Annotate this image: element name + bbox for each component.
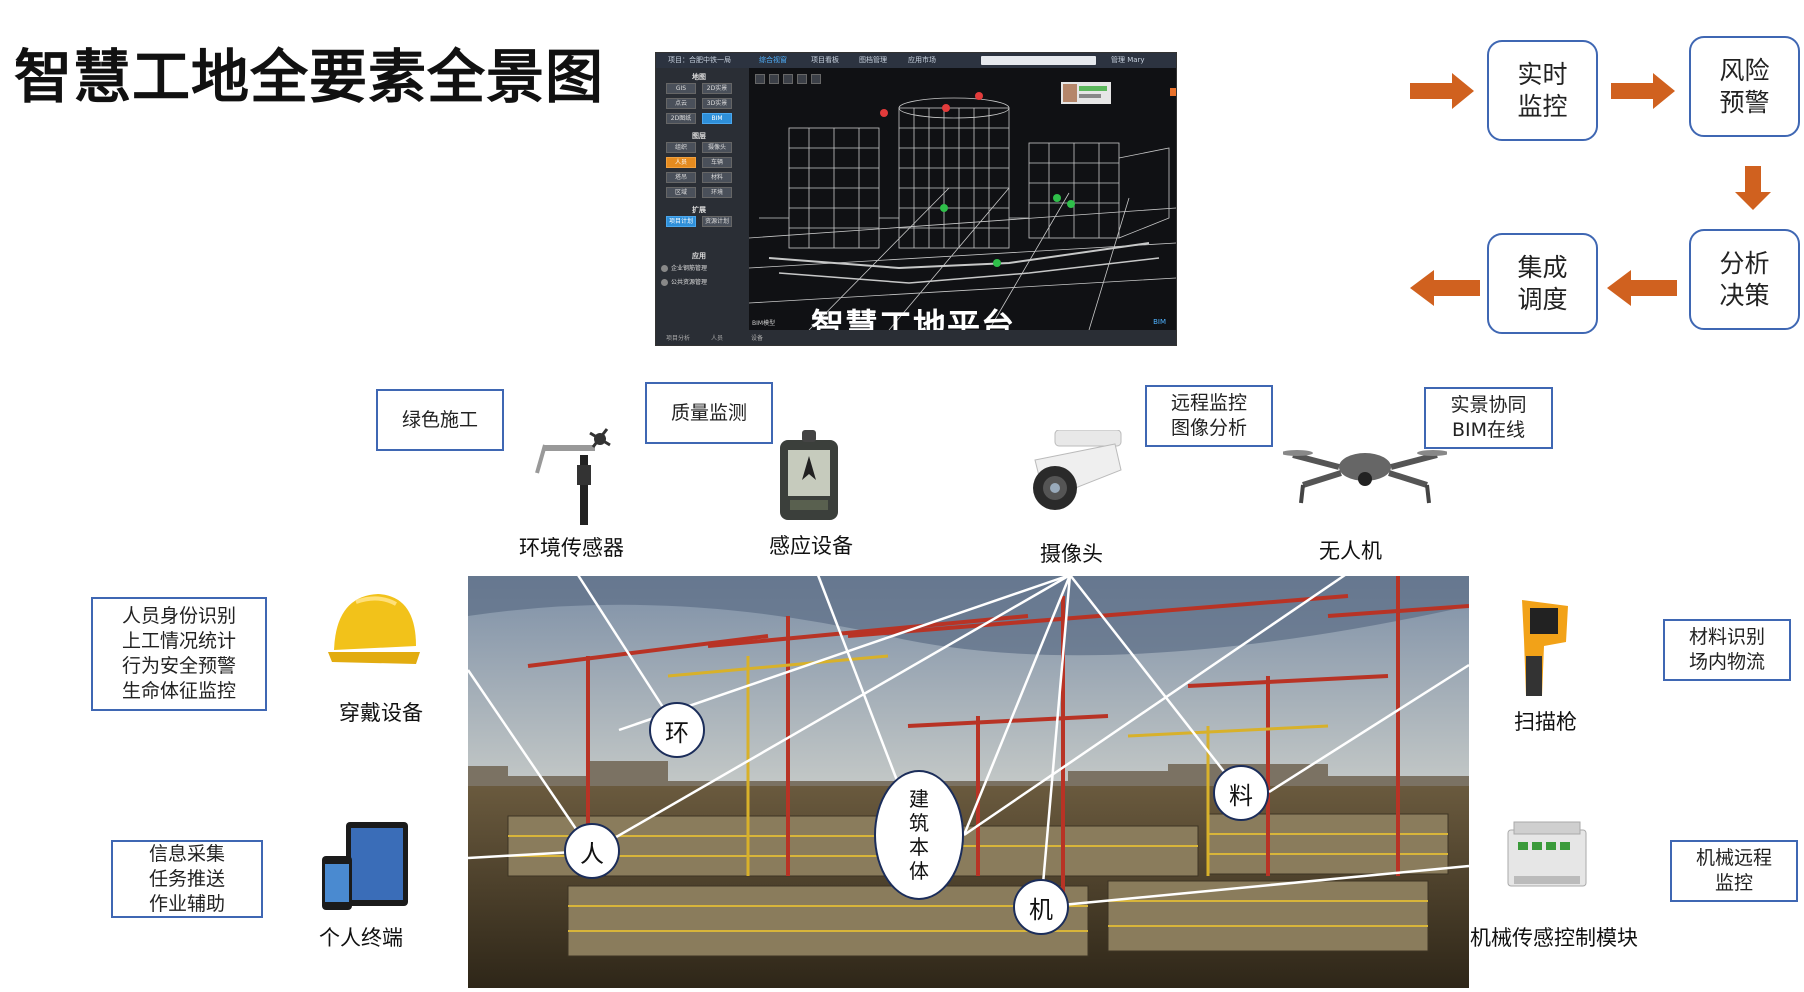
- flow-risk-warning: 风险 预警: [1689, 36, 1800, 137]
- page-title: 智慧工地全要素全景图: [14, 43, 605, 111]
- platform-section-extend: 扩展: [692, 206, 706, 214]
- platform-bim-corner-label: BIM: [1153, 318, 1166, 326]
- platform-layer-crane[interactable]: 塔吊: [666, 172, 696, 183]
- platform-menu-board[interactable]: 项目看板: [811, 56, 839, 64]
- scan-gun-icon: [1522, 600, 1568, 696]
- platform-section-apps: 应用: [692, 252, 706, 260]
- platform-tool-icon[interactable]: [769, 74, 779, 84]
- platform-btn-pointcloud[interactable]: 点云: [666, 98, 696, 109]
- node-material: 料: [1213, 765, 1269, 821]
- platform-layer-env[interactable]: 环境: [702, 187, 732, 198]
- induction-device-icon: [780, 430, 838, 520]
- platform-bottom-tab[interactable]: 项目分析: [666, 335, 691, 342]
- node-person: 人: [564, 823, 620, 879]
- platform-bottom-tab[interactable]: 人员: [711, 335, 724, 342]
- label-remote-monitoring: 远程监控 图像分析: [1145, 385, 1273, 447]
- flow-realtime-monitor: 实时 监控: [1487, 40, 1598, 141]
- platform-section-map: 地图: [692, 73, 706, 81]
- device-scanner-label: 扫描枪: [1514, 710, 1577, 734]
- device-env-sensor-label: 环境传感器: [519, 536, 624, 560]
- machine-module-icon: [1507, 821, 1587, 887]
- platform-menu-docs[interactable]: 图档管理: [859, 56, 887, 64]
- device-wearable-label: 穿戴设备: [339, 701, 423, 725]
- platform-topbar: 项目：合肥中铁一局 综合视窗 项目看板 图档管理 应用市场 管理 Mary: [656, 53, 1176, 68]
- arrow-left-icon: [1607, 270, 1677, 306]
- arrow-right-icon: [1410, 73, 1474, 109]
- platform-search-input[interactable]: [981, 56, 1096, 65]
- label-info-collection: 信息采集 任务推送 作业辅助: [111, 840, 263, 918]
- bim-wireframe: [749, 82, 1176, 330]
- node-building-char: 本: [909, 835, 929, 859]
- platform-btn-bim[interactable]: BIM: [702, 113, 732, 124]
- platform-btn-resource-plan[interactable]: 资源计划: [702, 216, 732, 227]
- node-environment: 环: [649, 702, 705, 758]
- platform-tool-icon[interactable]: [797, 74, 807, 84]
- flow-integrated-dispatch: 集成 调度: [1487, 233, 1598, 334]
- platform-btn-project-plan[interactable]: 项目计划: [666, 216, 696, 227]
- platform-app-steel[interactable]: 企业钢筋管理: [661, 263, 707, 272]
- label-material-recognition: 材料识别 场内物流: [1663, 619, 1791, 681]
- site-illustration: [468, 576, 1469, 988]
- platform-tool-icon[interactable]: [755, 74, 765, 84]
- platform-tool-icon[interactable]: [783, 74, 793, 84]
- arrow-down-icon: [1735, 166, 1771, 210]
- arrow-right-icon: [1611, 73, 1675, 109]
- flow-dispatch-label: 集成 调度: [1517, 252, 1568, 314]
- platform-app-resource[interactable]: 公共资源管理: [661, 277, 707, 286]
- platform-btn-2d-drawing[interactable]: 2D图纸: [666, 113, 696, 124]
- label-bim-online: 实景协同 BIM在线: [1424, 387, 1553, 449]
- device-machine-module-label: 机械传感控制模块: [1470, 926, 1638, 950]
- env-sensor-icon: [535, 428, 611, 525]
- platform-bottom-tab[interactable]: 设备: [751, 335, 764, 342]
- node-building-char: 筑: [909, 811, 929, 835]
- label-quality-monitoring: 质量监测: [645, 382, 773, 444]
- flow-analysis-label: 分析 决策: [1719, 248, 1770, 310]
- platform-layer-area[interactable]: 区域: [666, 187, 696, 198]
- platform-layer-camera[interactable]: 摄像头: [702, 142, 732, 153]
- platform-orange-tab[interactable]: [1170, 88, 1176, 96]
- camera-icon: [1033, 430, 1122, 510]
- platform-menu-overview[interactable]: 综合视窗: [759, 56, 787, 64]
- device-camera-label: 摄像头: [1040, 542, 1103, 566]
- platform-bim-view[interactable]: BIM模型 BIM: [749, 68, 1176, 330]
- platform-menu-market[interactable]: 应用市场: [908, 56, 936, 64]
- drone-icon: [1283, 450, 1447, 504]
- node-building-char: 体: [909, 859, 929, 883]
- platform-layer-org[interactable]: 组织: [666, 142, 696, 153]
- platform-bottom-left-label: BIM模型: [752, 320, 776, 327]
- label-person-identity: 人员身份识别 上工情况统计 行为安全预警 生命体征监控: [91, 597, 267, 711]
- platform-bottom-bar: 项目分析 人员 设备: [656, 330, 1176, 345]
- flow-analysis-decision: 分析 决策: [1689, 229, 1800, 330]
- platform-btn-2d-live[interactable]: 2D实景: [702, 83, 732, 94]
- platform-section-layer: 图层: [692, 132, 706, 140]
- flow-realtime-label: 实时 监控: [1517, 59, 1568, 121]
- mobile-terminal-icon: [322, 822, 408, 910]
- platform-layer-material[interactable]: 材料: [702, 172, 732, 183]
- platform-sidebar: 地图 GIS 2D实景 点云 3D实景 2D图纸 BIM 图层 组织 摄像头 人…: [656, 68, 749, 330]
- device-induction-label: 感应设备: [769, 534, 853, 558]
- construction-site-photo: [468, 576, 1469, 988]
- platform-user[interactable]: 管理 Mary: [1111, 56, 1145, 64]
- device-terminal-label: 个人终端: [319, 926, 403, 950]
- label-green-construction: 绿色施工: [376, 389, 504, 451]
- node-building-char: 建: [909, 787, 929, 811]
- label-machine-remote: 机械远程 监控: [1670, 840, 1798, 902]
- helmet-icon: [328, 594, 420, 664]
- platform-tool-icon[interactable]: [811, 74, 821, 84]
- platform-project-label: 项目：合肥中铁一局: [668, 56, 731, 64]
- platform-layer-vehicle[interactable]: 车辆: [702, 157, 732, 168]
- platform-btn-3d-live[interactable]: 3D实景: [702, 98, 732, 109]
- device-drone-label: 无人机: [1319, 539, 1382, 563]
- node-building: 建 筑 本 体: [874, 770, 964, 900]
- flow-risk-label: 风险 预警: [1719, 55, 1770, 117]
- arrow-left-icon: [1410, 270, 1480, 306]
- node-machine: 机: [1013, 879, 1069, 935]
- platform-btn-gis[interactable]: GIS: [666, 83, 696, 94]
- platform-layer-person[interactable]: 人员: [666, 157, 696, 168]
- platform-screenshot: 项目：合肥中铁一局 综合视窗 项目看板 图档管理 应用市场 管理 Mary 地图…: [655, 52, 1177, 346]
